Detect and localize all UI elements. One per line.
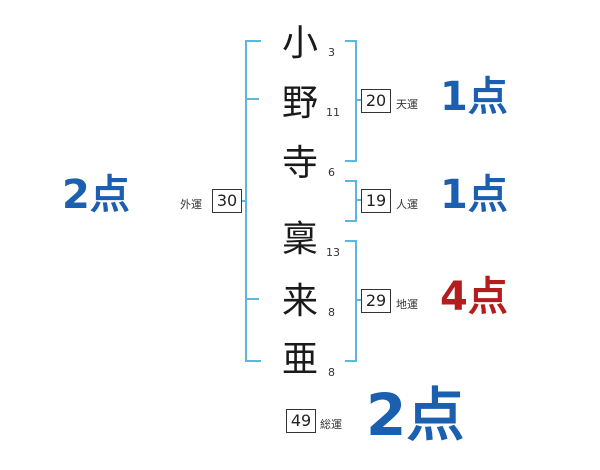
outer-bracket: [245, 40, 261, 362]
outer-bracket-tick-top: [247, 98, 259, 100]
name-char-6: 亜: [281, 339, 318, 380]
chikaku-bracket: [345, 240, 357, 362]
name-char-5: 来: [281, 281, 318, 322]
soukaku-score: 2点: [366, 381, 465, 449]
tenkaku-connector: [355, 99, 361, 101]
jinkaku-score: 1点: [440, 172, 508, 218]
name-char-4: 稟: [281, 219, 318, 260]
stroke-count-1: 3: [328, 46, 335, 59]
jinkaku-connector: [355, 199, 361, 201]
jinkaku-bracket: [345, 180, 357, 222]
stroke-count-6: 8: [328, 366, 335, 379]
jinkaku-value-box: 19: [361, 189, 391, 213]
stroke-count-2: 11: [326, 106, 340, 119]
tenkaku-score: 1点: [440, 74, 508, 120]
chikaku-score: 4点: [440, 274, 508, 320]
gaikaku-score: 2点: [62, 172, 130, 218]
tenkaku-bracket: [345, 40, 357, 162]
stroke-count-4: 13: [326, 246, 340, 259]
stroke-count-5: 8: [328, 306, 335, 319]
tenkaku-label: 天運: [396, 98, 418, 111]
soukaku-value-box: 49: [286, 409, 316, 433]
name-char-1: 小: [281, 23, 318, 64]
name-char-2: 野: [281, 83, 318, 124]
tenkaku-value-box: 20: [361, 89, 391, 113]
gaikaku-label: 外運: [180, 198, 202, 211]
outer-bracket-connector: [240, 200, 245, 202]
name-char-3: 寺: [281, 143, 318, 184]
outer-bracket-tick-bottom: [247, 298, 259, 300]
gaikaku-value-box: 30: [212, 189, 242, 213]
stroke-count-3: 6: [328, 166, 335, 179]
chikaku-connector: [355, 299, 361, 301]
chikaku-label: 地運: [396, 298, 418, 311]
chikaku-value-box: 29: [361, 289, 391, 313]
jinkaku-label: 人運: [396, 198, 418, 211]
soukaku-label: 総運: [320, 418, 342, 431]
